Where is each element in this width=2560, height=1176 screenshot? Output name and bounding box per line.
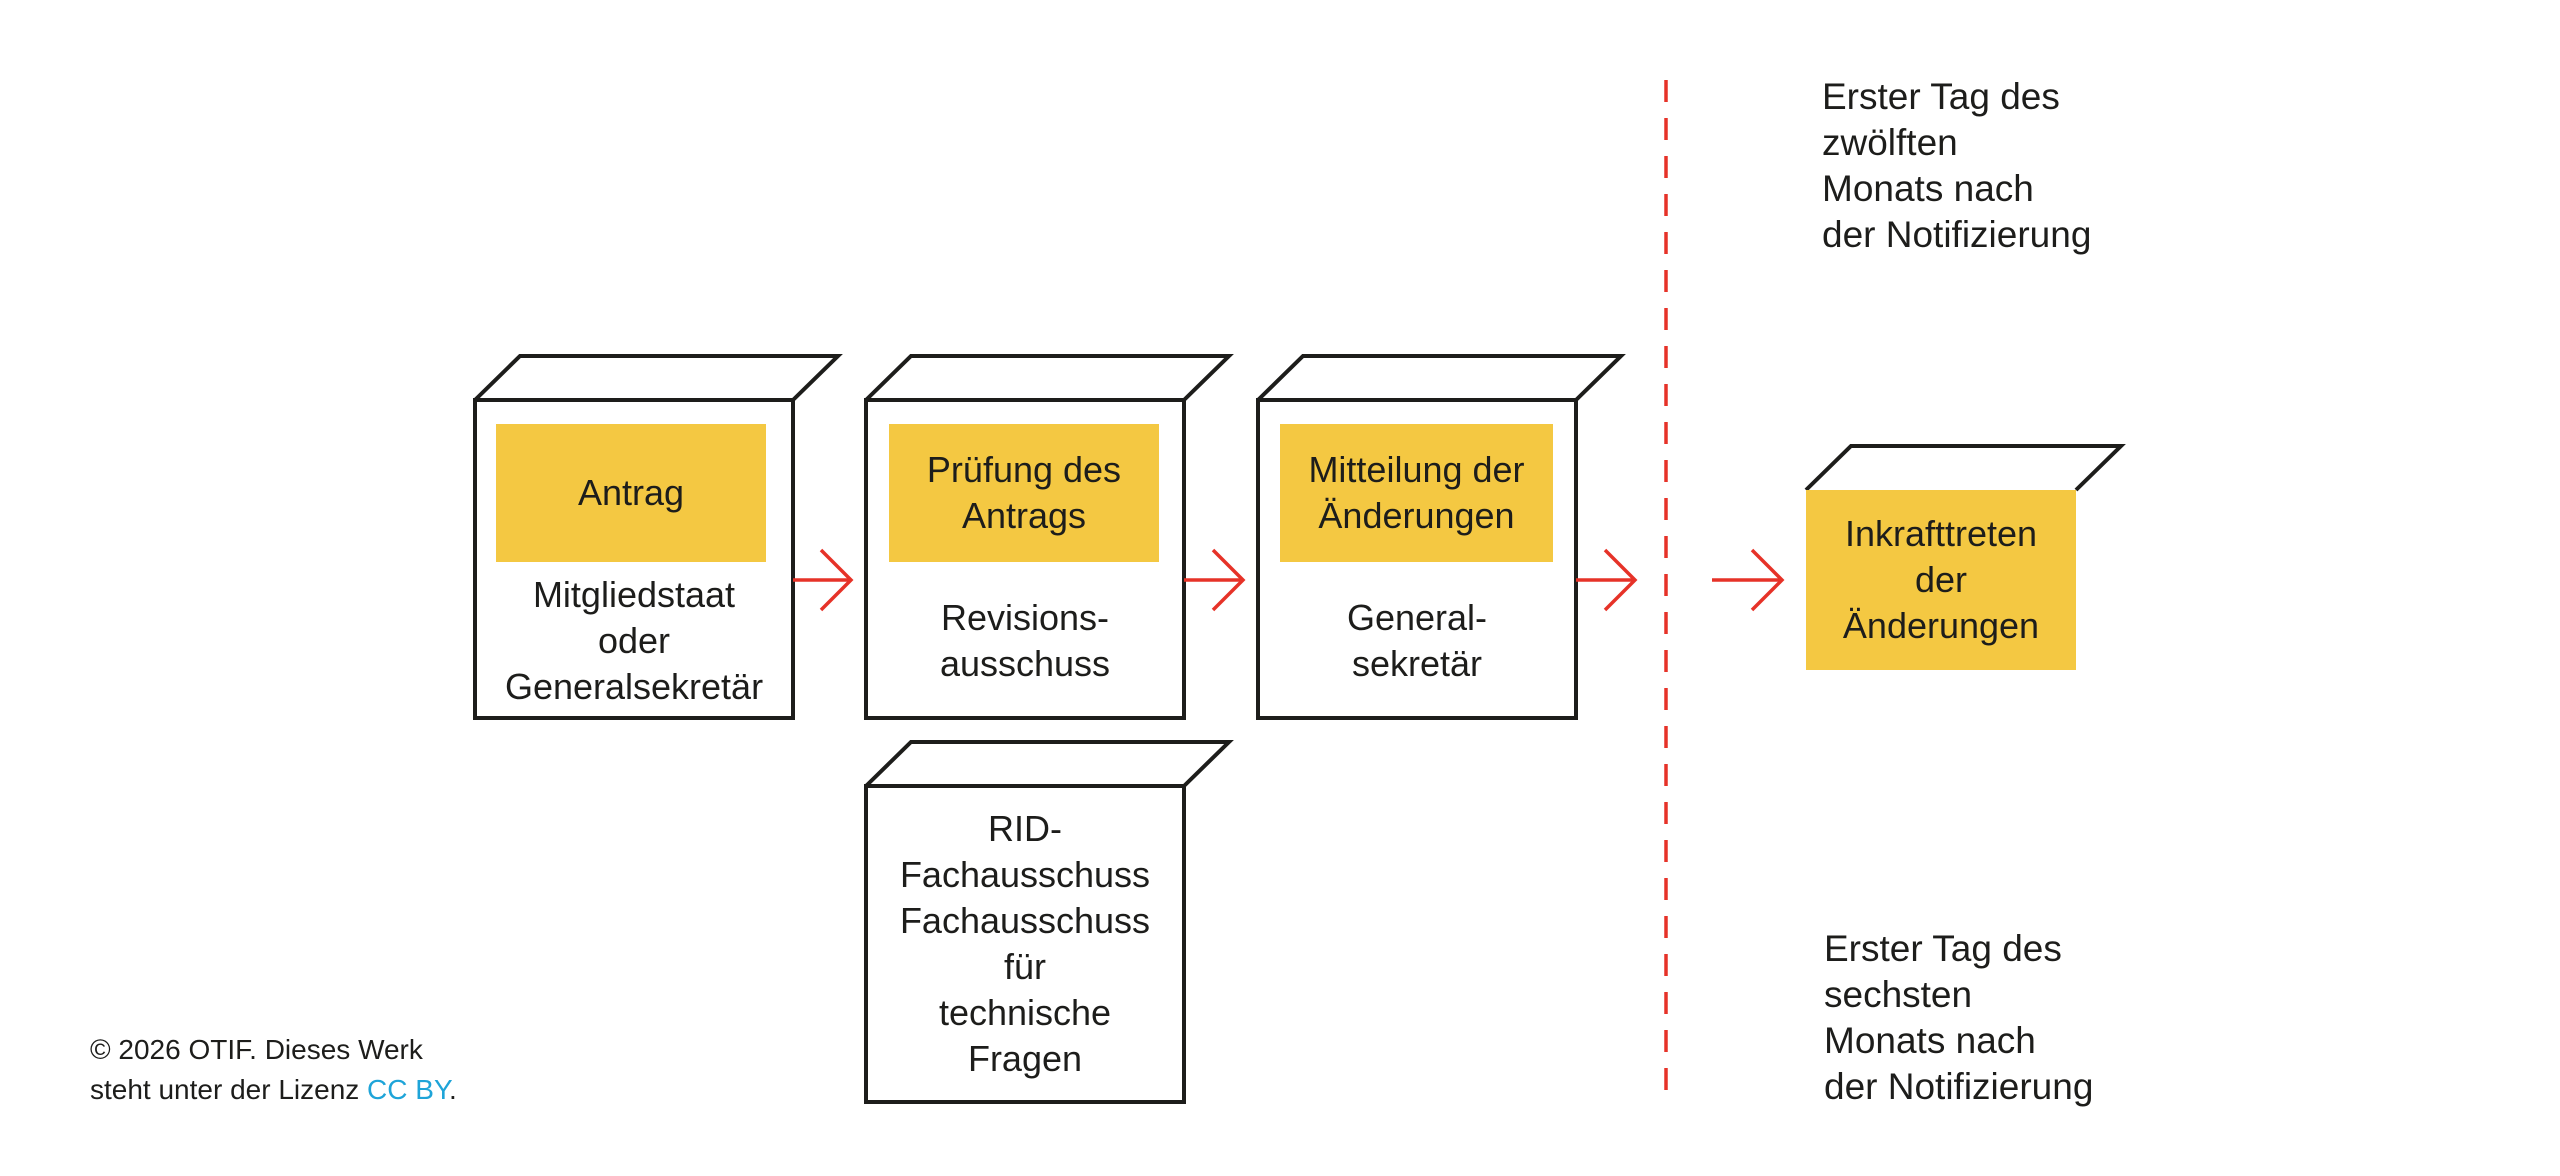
step-box-3 [1256, 354, 1626, 720]
step-2-title: Prüfung des Antrags [889, 424, 1159, 562]
copyright-line-1: © 2026 OTIF. Dieses Werk [90, 1034, 423, 1065]
license-suffix: . [449, 1074, 457, 1105]
arrow-4 [1712, 548, 1785, 612]
result-box-top [1804, 444, 2126, 492]
step-3-actor: General- sekretär [1346, 597, 1488, 684]
arrow-3 [1576, 548, 1638, 612]
copyright-notice: © 2026 OTIF. Dieses Werk steht unter der… [90, 1030, 457, 1110]
step-box-1 [473, 354, 843, 720]
copyright-line-2: steht unter der Lizenz CC BY. [90, 1070, 457, 1110]
step-2-actor: Revisions- ausschuss [939, 597, 1111, 684]
license-link[interactable]: CC BY [367, 1074, 450, 1105]
result-title: Inkrafttreten der Änderungen [1806, 490, 2076, 670]
note-twelfth-month: Erster Tag des zwölften Monats nach der … [1822, 76, 2092, 255]
license-prefix: steht unter der Lizenz [90, 1074, 368, 1105]
step-1-title: Antrag [496, 424, 766, 562]
note-sixth-month: Erster Tag des sechsten Monats nach der … [1824, 928, 2094, 1107]
step-1-actor: Mitgliedstaat oder Generalsekretär [504, 574, 764, 707]
committee-box [864, 740, 1234, 1104]
step-box-2 [864, 354, 1234, 720]
arrow-2 [1184, 548, 1246, 612]
step-3-title: Mitteilung der Änderungen [1280, 424, 1553, 562]
arrow-1 [793, 548, 854, 612]
committee-actor: RID- Fachausschuss Fachausschuss für tec… [899, 808, 1151, 1079]
